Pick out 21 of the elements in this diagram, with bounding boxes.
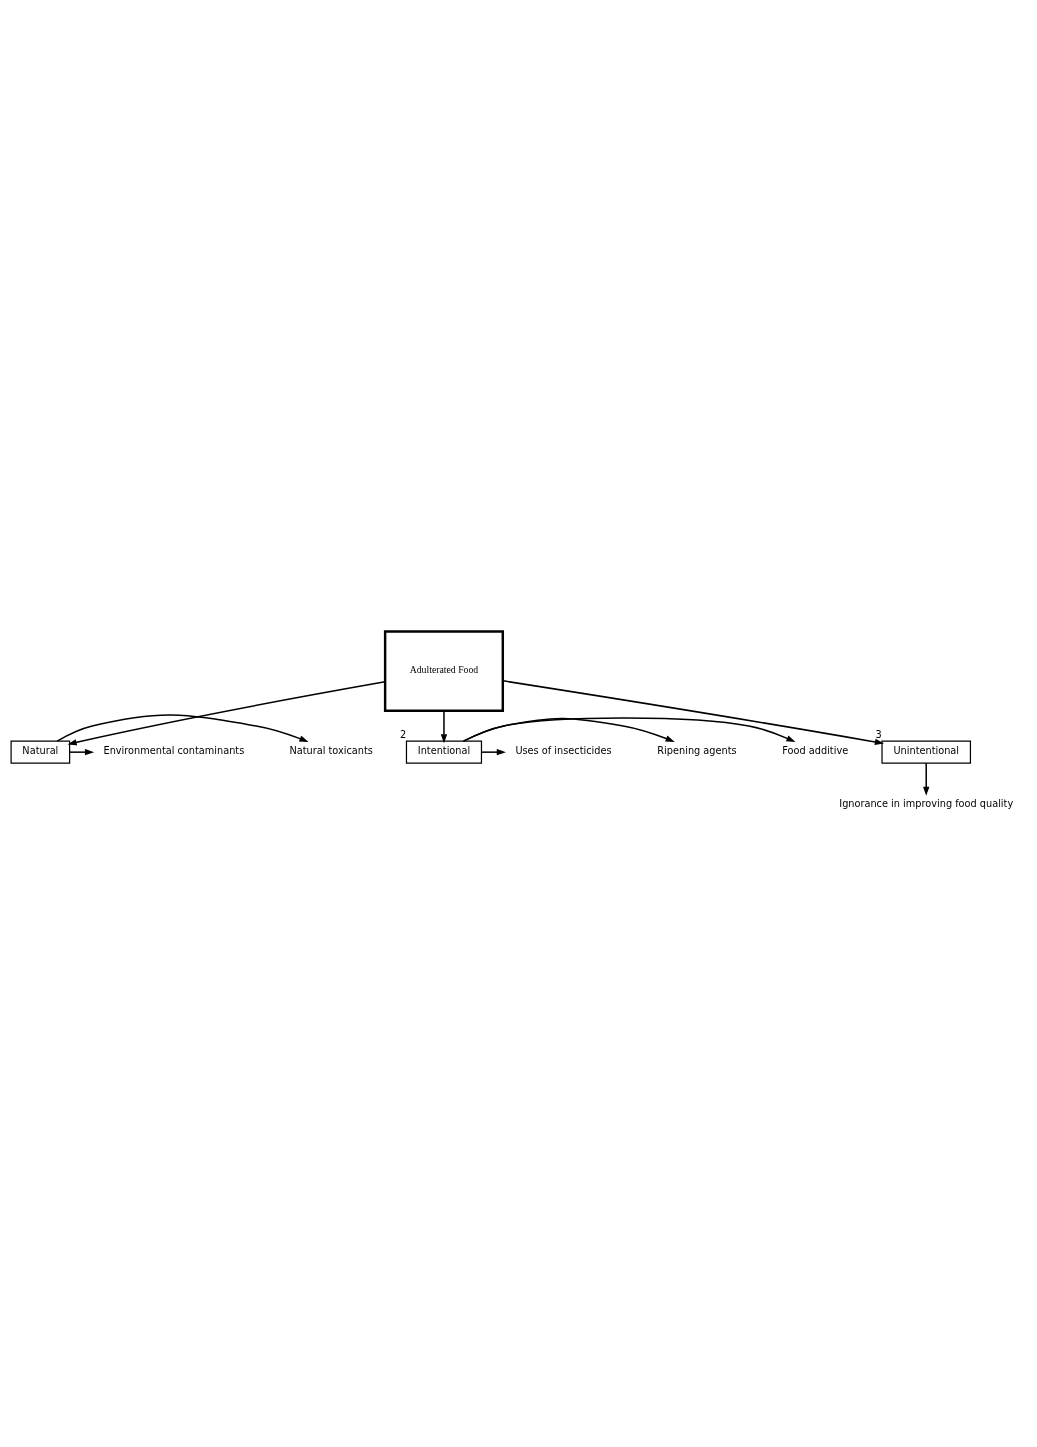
- arrow: [440, 710, 448, 744]
- node-text: Natural toxicants: [289, 745, 373, 757]
- node-box: Adulterated Food: [383, 630, 505, 712]
- node-text: Ripening agents: [657, 745, 737, 757]
- node-text: Food additive: [782, 745, 849, 757]
- arrow: [56, 714, 309, 742]
- node-box: Intentional: [405, 740, 483, 764]
- node-text: Environmental contaminants: [103, 745, 245, 757]
- node-box: Unintentional: [881, 740, 972, 764]
- arrow: [462, 717, 675, 742]
- arrow: [923, 762, 930, 796]
- node-label: 2: [400, 729, 407, 741]
- node-box: Natural: [10, 740, 71, 764]
- arrow: [462, 717, 796, 743]
- arrow: [67, 681, 386, 746]
- arrow: [69, 748, 95, 756]
- node-text: Uses of insecticides: [515, 745, 612, 757]
- node-text: Ignorance in improving food quality: [839, 797, 1014, 809]
- arrow: [480, 748, 506, 756]
- node-label: 3: [875, 729, 882, 741]
- arrow: [502, 680, 884, 746]
